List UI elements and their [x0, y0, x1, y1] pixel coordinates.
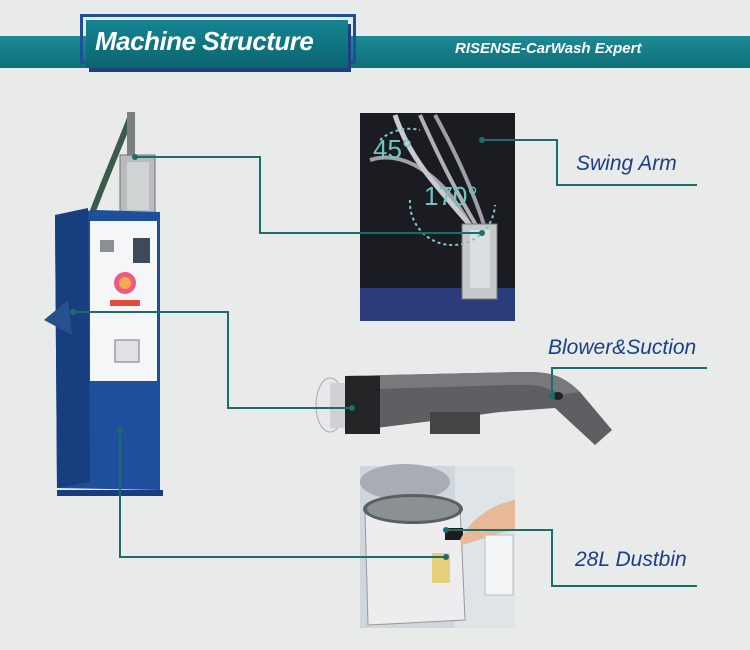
- page-title: Machine Structure: [95, 26, 314, 56]
- callout-blower-suction: Blower&Suction: [548, 336, 697, 359]
- leader-lines: [73, 139, 707, 587]
- callout-swing-arm: Swing Arm: [576, 152, 677, 175]
- leader-dots: [70, 137, 555, 560]
- swing-arm-photo: [360, 113, 515, 321]
- angle-label-45: 45°: [373, 134, 412, 164]
- blower-nozzle-image: [315, 372, 612, 445]
- callout-dustbin: 28L Dustbin: [575, 548, 687, 571]
- dustbin-photo: [360, 464, 515, 628]
- title-box: [86, 20, 348, 68]
- machine-illustration: [44, 112, 163, 496]
- angle-label-170: 170°: [424, 181, 478, 211]
- brand-name: RISENSE-CarWash Expert: [455, 40, 642, 57]
